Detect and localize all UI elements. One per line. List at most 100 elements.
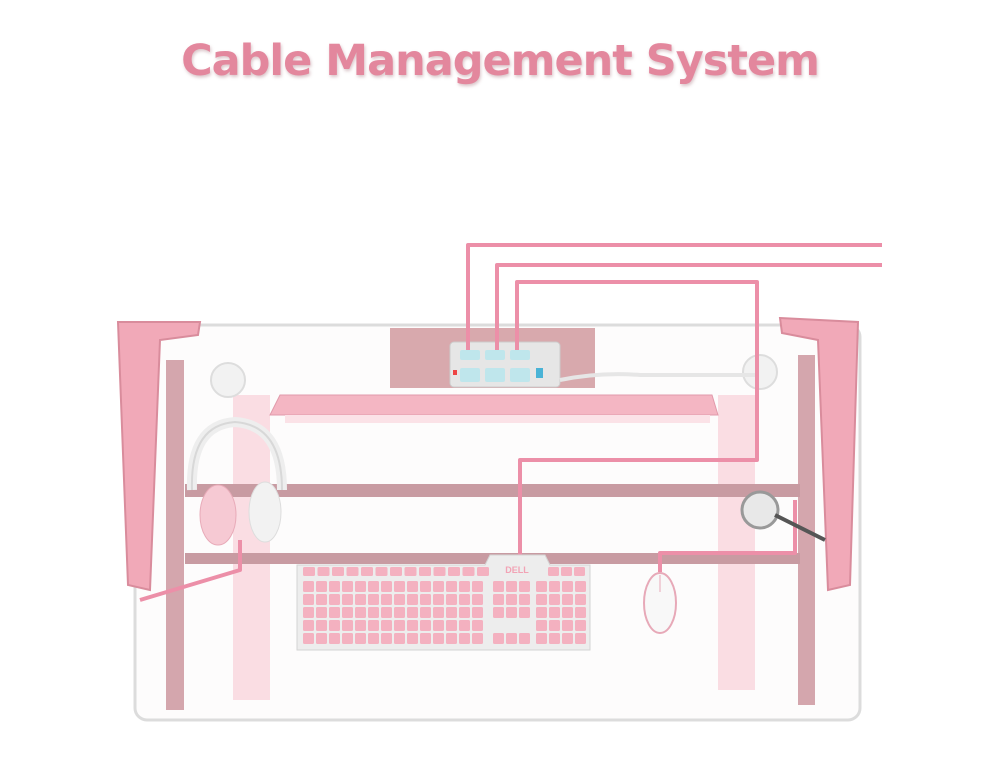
keyboard-key	[329, 594, 340, 605]
keyboard-key	[506, 633, 517, 644]
mouse-icon	[643, 572, 677, 634]
keyboard-key	[549, 581, 560, 592]
keyboard-key	[420, 581, 431, 592]
keyboard-key	[303, 594, 314, 605]
keyboard-key	[459, 594, 470, 605]
keyboard-key	[459, 633, 470, 644]
keyboard-key	[472, 581, 483, 592]
keyboard-key	[368, 633, 379, 644]
cables	[139, 243, 882, 602]
keyboard-key	[407, 607, 418, 618]
keyboard-key	[519, 633, 530, 644]
monitor-shelf	[269, 394, 719, 416]
keyboard-key	[407, 620, 418, 631]
keyboard-key	[519, 581, 530, 592]
keyboard-key	[368, 607, 379, 618]
keyboard-brand: DELL	[505, 565, 529, 575]
keyboard-key	[303, 581, 314, 592]
keyboard-key	[381, 607, 392, 618]
keyboard-key	[407, 633, 418, 644]
keyboard-key	[316, 581, 327, 592]
keyboard-key	[472, 633, 483, 644]
keyboard-key	[316, 607, 327, 618]
keyboard-key	[342, 633, 353, 644]
keyboard-key	[536, 620, 547, 631]
keyboard-key	[575, 633, 586, 644]
keyboard-key	[446, 633, 457, 644]
keyboard-key	[433, 607, 444, 618]
keyboard-key	[446, 607, 457, 618]
keyboard-key	[549, 633, 560, 644]
cable-3	[515, 280, 759, 560]
keyboard-key	[342, 607, 353, 618]
keyboard-key	[420, 607, 431, 618]
keyboard-key	[419, 567, 431, 576]
keyboard-key	[446, 620, 457, 631]
keyboard-key	[355, 633, 366, 644]
keyboard-key	[375, 567, 388, 576]
keyboard-key	[519, 607, 530, 618]
keyboard-key	[355, 620, 366, 631]
keyboard-key	[536, 633, 547, 644]
keyboard-key	[381, 620, 392, 631]
keyboard-key	[355, 581, 366, 592]
keyboard-key	[329, 620, 340, 631]
keyboard-key	[355, 607, 366, 618]
keyboard-key	[433, 594, 444, 605]
keyboard-key	[342, 581, 353, 592]
keyboard-key	[407, 581, 418, 592]
keyboard-key	[459, 620, 470, 631]
keyboard-key	[394, 607, 405, 618]
keyboard-key	[329, 581, 340, 592]
keyboard-key	[562, 607, 573, 618]
keyboard-key	[316, 620, 327, 631]
keyboard-key	[575, 594, 586, 605]
keyboard-key	[332, 567, 344, 576]
keyboard-key	[477, 567, 489, 576]
keyboard-key	[493, 594, 504, 605]
keyboard-key	[381, 594, 392, 605]
keyboard-key	[433, 633, 444, 644]
keyboard-key	[549, 620, 560, 631]
keyboard-key	[493, 607, 504, 618]
keyboard-key	[433, 567, 446, 576]
keyboard: DELL	[296, 554, 591, 651]
left-leg	[166, 360, 184, 710]
keyboard-key	[549, 594, 560, 605]
keyboard-key	[394, 594, 405, 605]
keyboard-key	[536, 594, 547, 605]
headphones-icon	[186, 416, 287, 546]
keyboard-key	[433, 581, 444, 592]
keyboard-key	[459, 581, 470, 592]
keyboard-key	[394, 620, 405, 631]
keyboard-key	[420, 594, 431, 605]
keyboard-key	[462, 567, 475, 576]
grommet-right	[742, 354, 778, 390]
page-title: Cable Management System	[181, 36, 820, 86]
keyboard-key	[394, 581, 405, 592]
keyboard-key	[562, 633, 573, 644]
cable-2	[495, 263, 882, 350]
keyboard-key	[368, 581, 379, 592]
keyboard-key	[381, 633, 392, 644]
keyboard-key	[506, 594, 517, 605]
power-sockets	[460, 350, 530, 382]
keyboard-key	[316, 594, 327, 605]
keyboard-key	[548, 567, 559, 576]
keyboard-key	[407, 594, 418, 605]
keyboard-key	[368, 594, 379, 605]
keyboard-key	[459, 607, 470, 618]
keyboard-key	[575, 607, 586, 618]
keyboard-key	[329, 633, 340, 644]
keyboard-key	[303, 633, 314, 644]
keyboard-key	[390, 567, 402, 576]
keyboard-key	[575, 581, 586, 592]
keyboard-key	[404, 567, 417, 576]
keyboard-key	[329, 607, 340, 618]
cable-1	[466, 243, 882, 350]
keyboard-key	[355, 594, 366, 605]
keyboard-key	[574, 567, 585, 576]
keyboard-key	[317, 567, 330, 576]
keyboard-key	[342, 620, 353, 631]
keyboard-key	[303, 620, 314, 631]
